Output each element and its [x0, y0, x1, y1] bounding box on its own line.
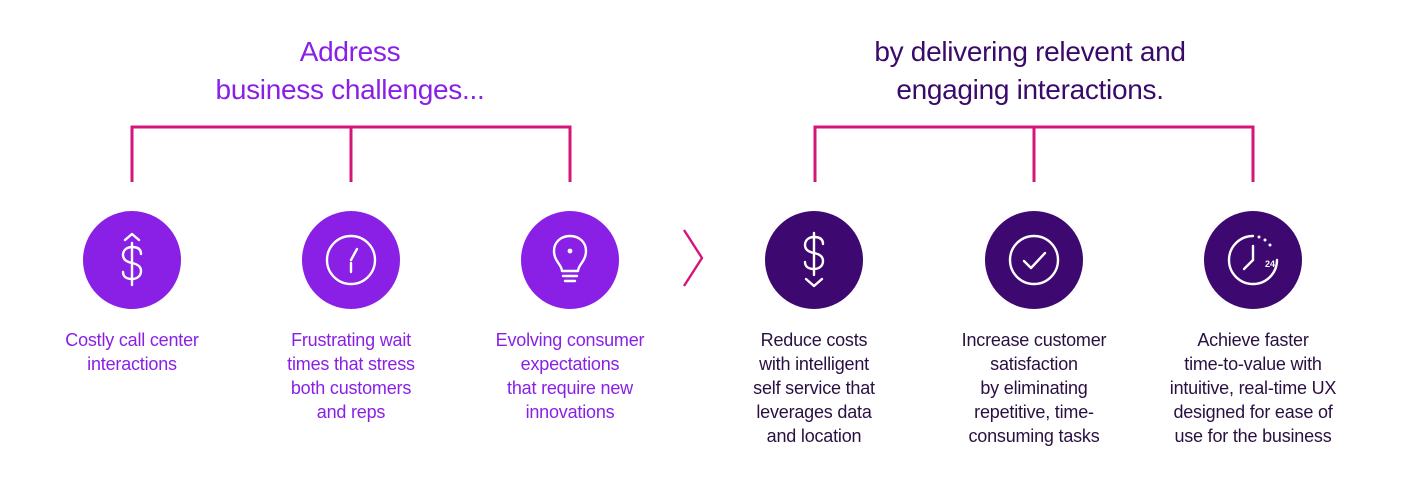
caption-line: consuming tasks [968, 426, 1100, 446]
caption-line: Costly call center [65, 330, 199, 350]
caption-line: and location [766, 426, 862, 446]
challenges-heading: Address business challenges... [150, 33, 550, 109]
caption-line: intuitive, real-time UX [1169, 378, 1337, 398]
dollar-up-icon [121, 232, 143, 287]
caption-line: interactions [87, 354, 177, 374]
clock-24-icon: 24 [1227, 234, 1279, 286]
caption-line: both customers [290, 378, 412, 398]
challenge-circle-2 [302, 211, 400, 309]
caption-line: times that stress [287, 354, 415, 374]
caption-line: satisfaction [990, 354, 1078, 374]
caption-line: repetitive, time- [974, 402, 1094, 422]
solution-caption-1: Reduce costs with intelligent self servi… [714, 328, 914, 448]
lightbulb-icon [552, 234, 588, 283]
challenge-caption-2: Frustrating wait times that stress both … [251, 328, 451, 424]
challenges-heading-line-1: Address [299, 36, 401, 67]
caption-line: by eliminating [980, 378, 1088, 398]
caption-line: with intelligent [759, 354, 869, 374]
solution-circle-3: 24 [1204, 211, 1302, 309]
caption-line: Frustrating wait [291, 330, 411, 350]
caption-line: use for the business [1174, 426, 1332, 446]
solution-circle-1 [765, 211, 863, 309]
solutions-heading-line-1: by delivering relevent and [874, 36, 1186, 67]
solution-caption-3: Achieve faster time-to-value with intuit… [1143, 328, 1363, 448]
caption-line: Increase customer [961, 330, 1107, 350]
dollar-down-icon [803, 231, 825, 288]
right-bracket [813, 125, 1255, 182]
checkmark-icon [1008, 234, 1060, 286]
left-bracket [130, 125, 572, 182]
solutions-heading-line-2: engaging interactions. [896, 74, 1164, 105]
caption-line: Achieve faster [1197, 330, 1309, 350]
clock-icon [325, 234, 377, 286]
caption-line: Evolving consumer [495, 330, 645, 350]
caption-line: that require new [507, 378, 633, 398]
caption-line: time-to-value with [1184, 354, 1322, 374]
challenge-caption-1: Costly call center interactions [32, 328, 232, 376]
challenge-caption-3: Evolving consumer expectations that requ… [470, 328, 670, 424]
solutions-heading: by delivering relevent and engaging inte… [790, 33, 1270, 109]
caption-line: and reps [316, 402, 386, 422]
clock-badge-text: 24 [1265, 259, 1275, 269]
caption-line: Reduce costs [760, 330, 868, 350]
challenge-circle-3 [521, 211, 619, 309]
caption-line: designed for ease of [1173, 402, 1333, 422]
challenges-heading-line-2: business challenges... [215, 74, 485, 105]
chevron-right-icon [682, 229, 704, 287]
solution-caption-2: Increase customer satisfaction by elimin… [934, 328, 1134, 448]
challenge-circle-1 [83, 211, 181, 309]
solution-circle-2 [985, 211, 1083, 309]
caption-line: expectations [520, 354, 620, 374]
caption-line: leverages data [756, 402, 872, 422]
caption-line: innovations [525, 402, 615, 422]
caption-line: self service that [753, 378, 875, 398]
